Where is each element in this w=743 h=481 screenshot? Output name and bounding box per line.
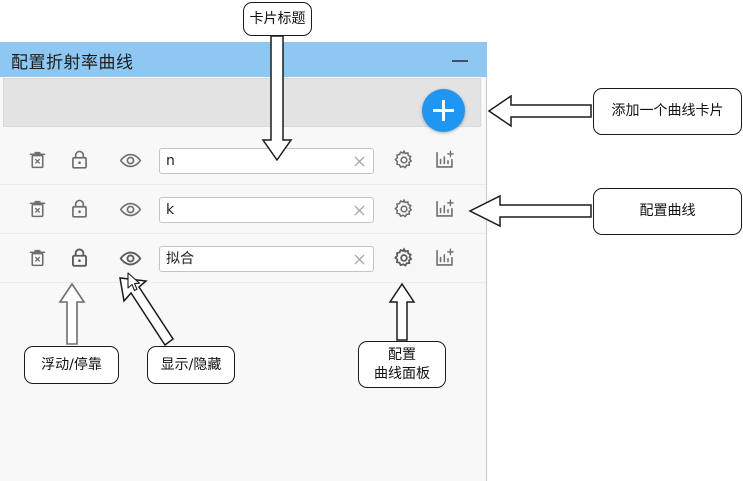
callout-config-panel-line1: 配置 — [388, 346, 416, 363]
lock-icon[interactable] — [64, 145, 94, 175]
callout-float-dock: 浮动/停靠 — [24, 346, 119, 384]
eye-icon[interactable] — [115, 194, 145, 224]
minimize-icon — [452, 60, 468, 62]
clear-icon[interactable] — [351, 153, 368, 170]
callout-config-panel: 配置 曲线面板 — [358, 341, 446, 388]
panel-header: 配置折射率曲线 — [0, 42, 487, 77]
curve-name-value: n — [166, 153, 175, 169]
curve-name-value: k — [166, 202, 175, 218]
curve-name-input[interactable]: n — [159, 148, 374, 174]
gear-icon[interactable] — [389, 243, 419, 273]
eye-icon[interactable] — [115, 145, 145, 175]
callout-config-curve: 配置曲线 — [593, 188, 742, 235]
callout-add-card: 添加一个曲线卡片 — [593, 88, 742, 135]
curve-config-panel: 配置折射率曲线 — [0, 42, 487, 481]
delete-icon[interactable] — [22, 145, 52, 175]
callout-show-hide-label: 显示/隐藏 — [160, 356, 222, 373]
page-title: 配置折射率曲线 — [11, 53, 134, 73]
arrow-add-card — [487, 94, 592, 128]
callout-add-card-label: 添加一个曲线卡片 — [611, 103, 724, 119]
add-chart-icon[interactable] — [429, 194, 459, 224]
add-chart-icon[interactable] — [429, 145, 459, 175]
arrow-config-curve — [468, 194, 592, 228]
gear-icon[interactable] — [389, 145, 419, 175]
curve-name-value: 拟合 — [166, 251, 194, 267]
table-row: k — [0, 185, 486, 234]
delete-icon[interactable] — [22, 243, 52, 273]
lock-icon[interactable] — [64, 194, 94, 224]
minimize-button[interactable] — [449, 50, 471, 70]
eye-icon[interactable] — [115, 243, 145, 273]
delete-icon[interactable] — [22, 194, 52, 224]
callout-card-title-label: 卡片标题 — [249, 10, 306, 27]
add-chart-icon[interactable] — [429, 243, 459, 273]
callout-card-title: 卡片标题 — [243, 2, 312, 36]
callout-show-hide: 显示/隐藏 — [147, 346, 235, 384]
curve-name-input[interactable]: 拟合 — [159, 246, 374, 272]
clear-icon[interactable] — [351, 202, 368, 219]
table-row: n — [0, 136, 486, 185]
panel-toolbar — [3, 78, 481, 127]
callout-config-panel-line2: 曲线面板 — [374, 365, 430, 382]
mouse-cursor — [127, 272, 141, 292]
table-row: 拟合 — [0, 234, 486, 283]
gear-icon[interactable] — [389, 194, 419, 224]
lock-icon[interactable] — [64, 243, 94, 273]
curve-name-input[interactable]: k — [159, 197, 374, 223]
plus-icon-vertical — [442, 100, 445, 121]
clear-icon[interactable] — [351, 251, 368, 268]
add-curve-card-button[interactable] — [422, 89, 465, 132]
callout-config-curve-label: 配置曲线 — [639, 203, 696, 219]
callout-float-dock-label: 浮动/停靠 — [41, 356, 102, 373]
